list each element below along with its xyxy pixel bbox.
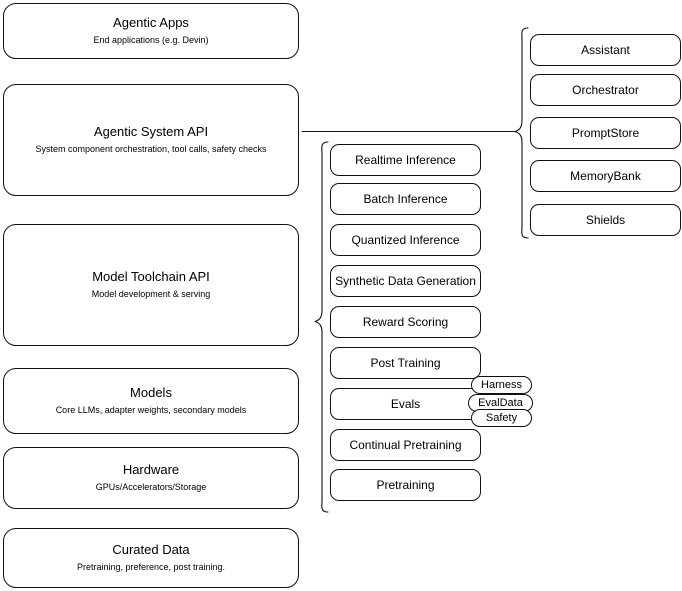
brace-toolchain-capabilities [314, 141, 329, 513]
layer-curated-data[interactable]: Curated Data Pretraining, preference, po… [3, 528, 299, 588]
eval-pill-safety[interactable]: Safety [471, 409, 532, 427]
component-label: Orchestrator [572, 82, 639, 97]
layer-title: Hardware [122, 462, 180, 477]
layer-agentic-apps[interactable]: Agentic Apps End applications (e.g. Devi… [3, 3, 299, 59]
capability-continual-pretraining[interactable]: Continual Pretraining [330, 429, 481, 461]
layer-subtitle: Model development & serving [91, 289, 211, 299]
layer-subtitle: End applications (e.g. Devin) [93, 35, 209, 45]
component-label: MemoryBank [570, 168, 641, 183]
layer-title: Curated Data [112, 542, 190, 557]
component-assistant[interactable]: Assistant [530, 34, 681, 66]
capability-label: Synthetic Data Generation [335, 273, 476, 288]
component-label: PromptStore [571, 125, 640, 140]
capability-post-training[interactable]: Post Training [330, 347, 481, 379]
layer-title: Agentic System API [93, 124, 209, 139]
capability-label: Continual Pretraining [349, 437, 462, 452]
capability-label: Batch Inference [363, 191, 448, 206]
component-orchestrator[interactable]: Orchestrator [530, 74, 681, 106]
eval-pill-label: Harness [481, 378, 522, 391]
layer-models[interactable]: Models Core LLMs, adapter weights, secon… [3, 368, 299, 434]
capability-label: Pretraining [376, 477, 435, 492]
layer-agentic-system-api[interactable]: Agentic System API System component orch… [3, 84, 299, 196]
capability-label: Reward Scoring [362, 314, 449, 329]
capability-reward-scoring[interactable]: Reward Scoring [330, 306, 481, 338]
component-label: Shields [585, 212, 626, 227]
layer-title: Agentic Apps [113, 15, 189, 30]
component-promptstore[interactable]: PromptStore [530, 117, 681, 149]
eval-pill-label: EvalData [478, 396, 523, 409]
capability-pretraining[interactable]: Pretraining [330, 469, 481, 501]
capability-label: Evals [390, 396, 421, 411]
layer-model-toolchain-api[interactable]: Model Toolchain API Model development & … [3, 224, 299, 346]
brace-system-components [514, 27, 529, 239]
eval-pill-harness[interactable]: Harness [471, 376, 532, 394]
layer-title: Model Toolchain API [92, 269, 210, 284]
component-memorybank[interactable]: MemoryBank [530, 160, 681, 192]
layer-subtitle: Core LLMs, adapter weights, secondary mo… [55, 405, 247, 415]
capability-label: Quantized Inference [351, 232, 460, 247]
eval-pill-label: Safety [485, 411, 518, 424]
layer-subtitle: System component orchestration, tool cal… [35, 144, 267, 154]
capability-label: Post Training [370, 355, 441, 370]
capability-realtime-inference[interactable]: Realtime Inference [330, 144, 481, 176]
capability-label: Realtime Inference [355, 152, 456, 167]
layer-subtitle: Pretraining, preference, post training. [76, 562, 226, 572]
component-label: Assistant [581, 42, 630, 57]
capability-evals[interactable]: Evals [330, 388, 481, 420]
component-shields[interactable]: Shields [530, 204, 681, 236]
layer-hardware[interactable]: Hardware GPUs/Accelerators/Storage [3, 447, 299, 509]
capability-batch-inference[interactable]: Batch Inference [330, 183, 481, 215]
capability-synthetic-data-generation[interactable]: Synthetic Data Generation [330, 265, 481, 297]
capability-quantized-inference[interactable]: Quantized Inference [330, 224, 481, 256]
layer-subtitle: GPUs/Accelerators/Storage [95, 482, 207, 492]
layer-title: Models [130, 385, 172, 400]
